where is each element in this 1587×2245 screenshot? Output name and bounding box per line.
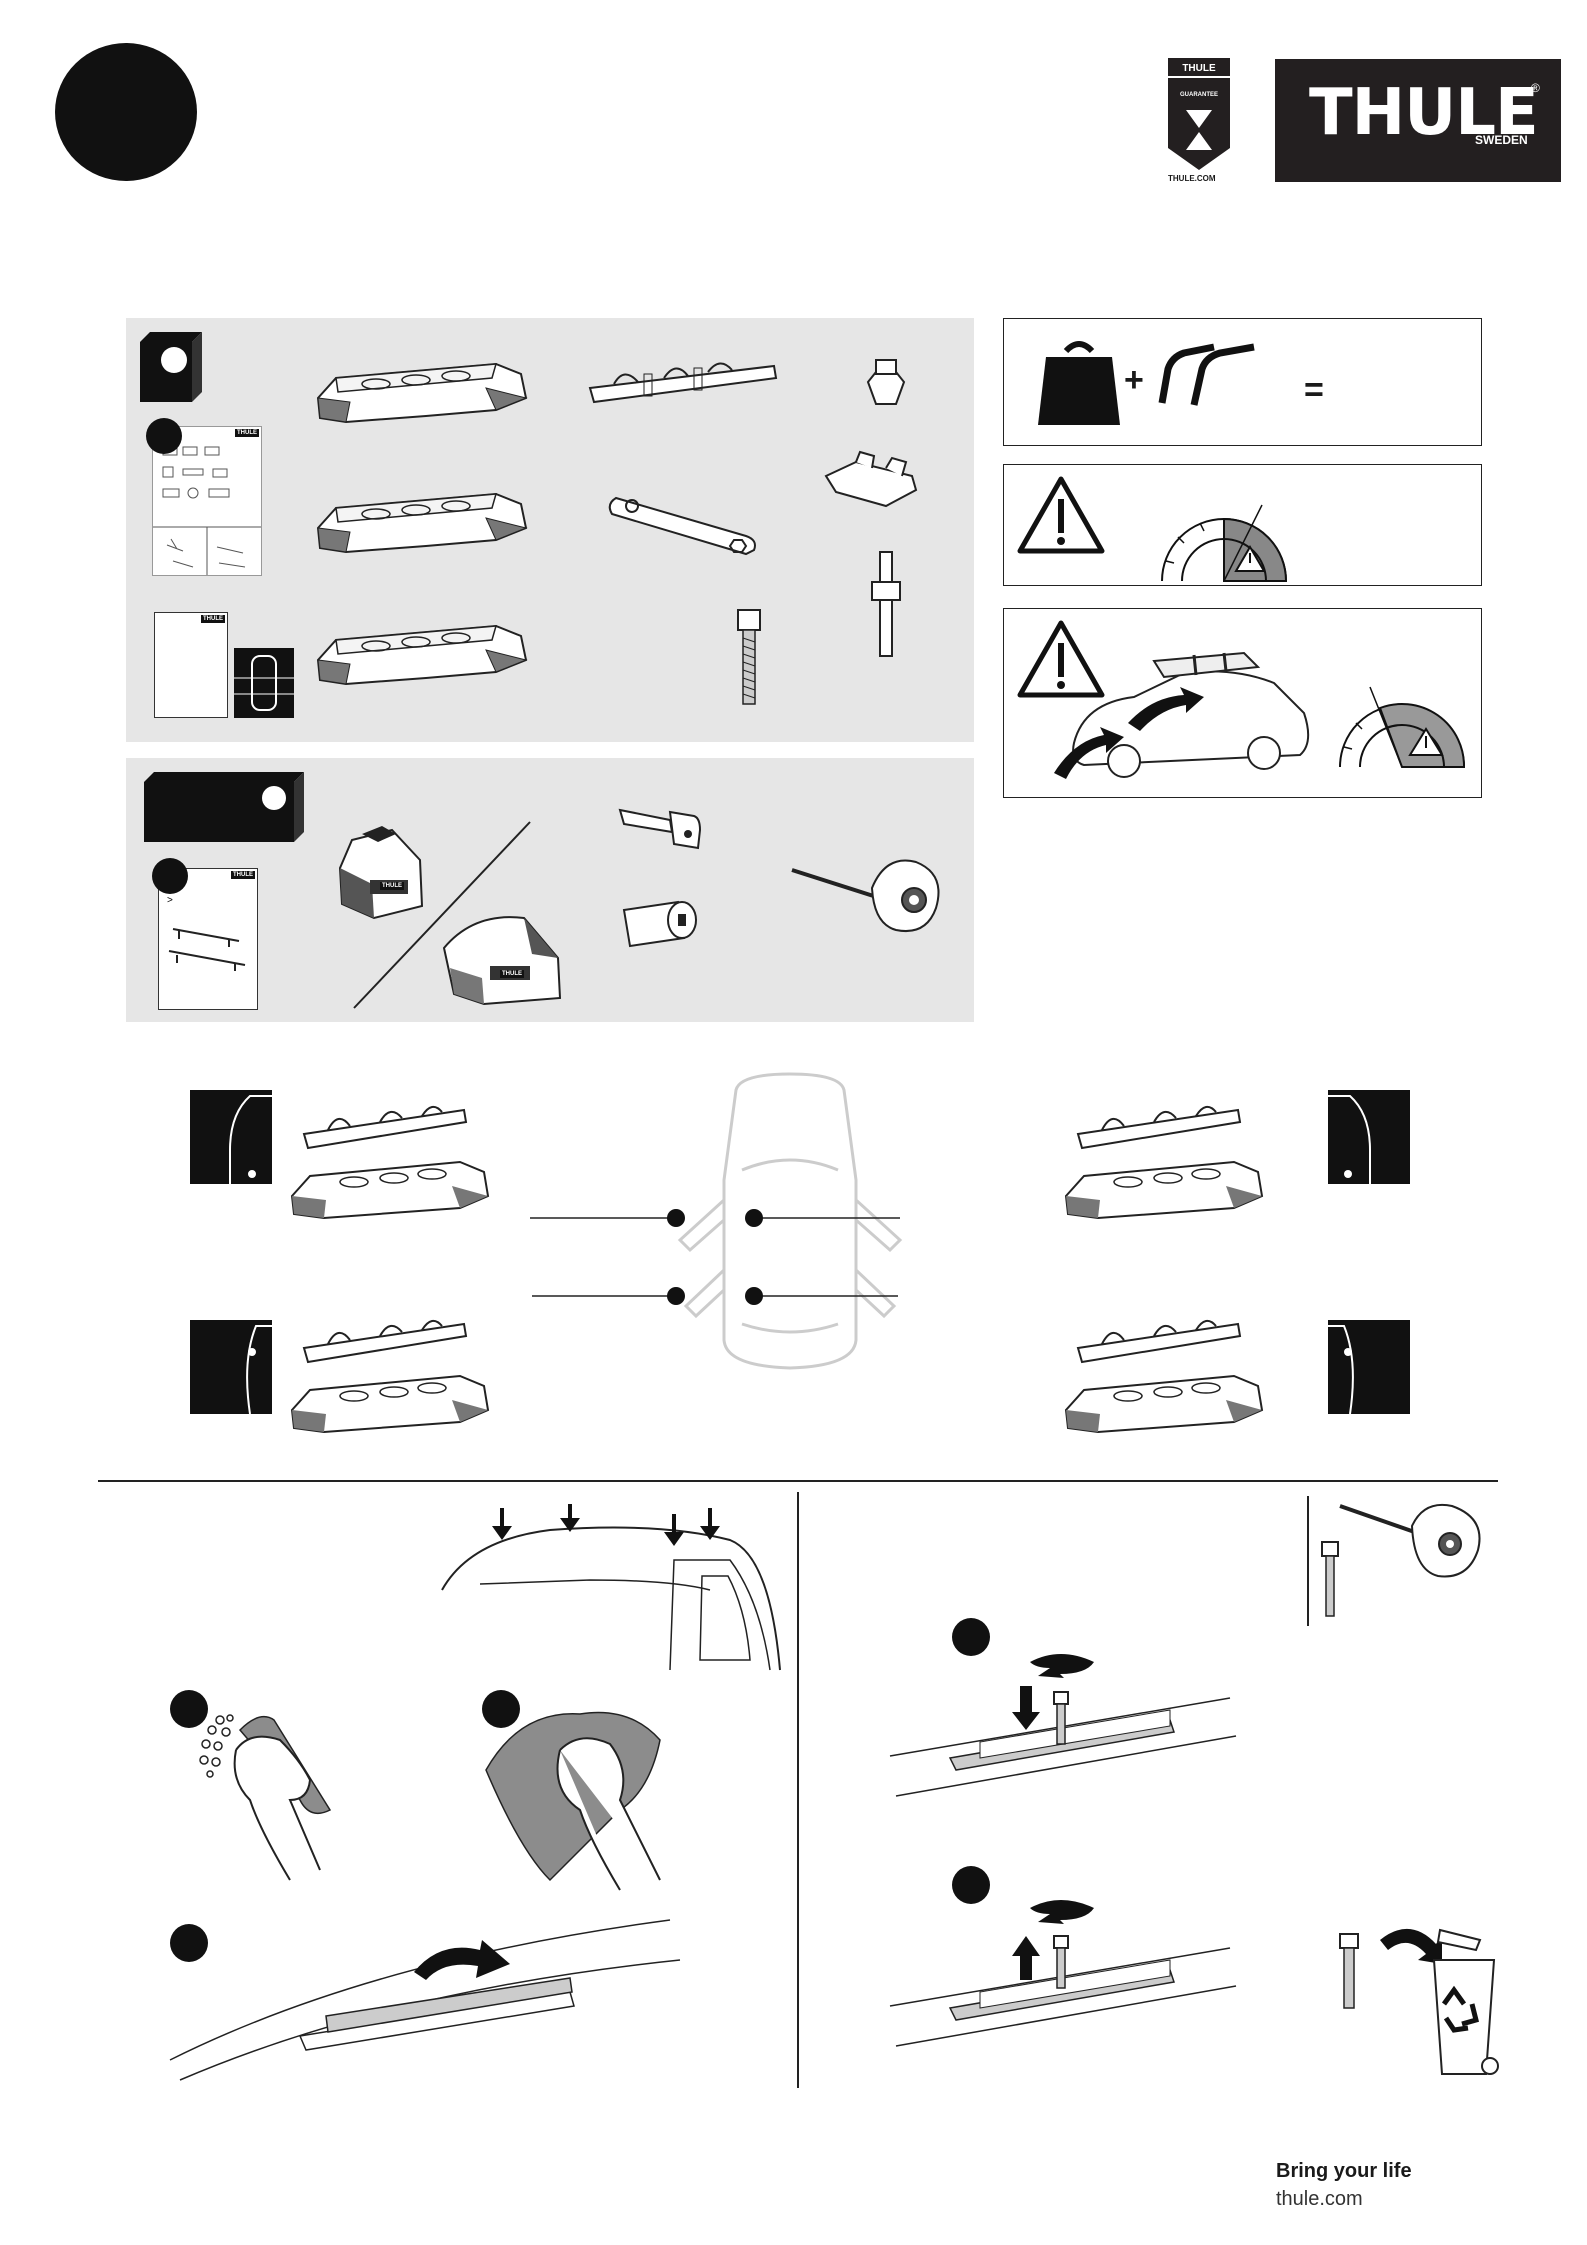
warning-triangle-icon — [1016, 475, 1106, 555]
assembly-rear-right — [1058, 1314, 1268, 1454]
thule-logo: THULE ® SWEDEN — [1275, 59, 1561, 182]
bracket-part — [584, 348, 784, 418]
assembly-rear-left — [284, 1314, 494, 1454]
foot-pad-2 — [306, 468, 546, 568]
equals-sign: = — [1304, 371, 1324, 410]
car-topview-thumbnail — [234, 648, 294, 718]
roof-bars-icon — [1154, 339, 1264, 409]
badge-url: THULE.COM — [1168, 174, 1216, 183]
logo-registered-mark: ® — [1531, 81, 1540, 95]
booklet-step-circle — [146, 418, 182, 454]
load-info-box: + = — [1003, 318, 1482, 446]
position-thumbnail-front-right — [1328, 1090, 1410, 1184]
mounting-points — [530, 1200, 1070, 1300]
clip-part — [816, 446, 926, 516]
hands-cloth-wiping-illustration — [480, 1700, 680, 1900]
footer-slogan: Bring your life — [1276, 2160, 1412, 2183]
logo-subtext: SWEDEN — [1475, 133, 1528, 147]
car-with-roof-load-icon — [1044, 633, 1324, 793]
roof-foot-2 — [434, 908, 574, 1008]
torque-tool-and-screw-icon — [1316, 1500, 1496, 1620]
foot-pack-box-icon — [144, 772, 304, 842]
sheet-label: THULE — [201, 615, 225, 623]
car-roof-pressure-points — [440, 1500, 800, 1670]
pin-part — [866, 550, 906, 660]
position-thumbnail-rear-right — [1328, 1320, 1410, 1414]
svg-text:>: > — [167, 895, 173, 906]
tools-inset-divider — [1307, 1496, 1309, 1626]
weight-icon — [1036, 337, 1122, 429]
assembly-front-right — [1058, 1100, 1268, 1240]
car-load-warning-box — [1003, 608, 1482, 798]
foot-pad-3 — [306, 600, 546, 700]
plus-sign: + — [1124, 361, 1144, 400]
screw-insert-illustration — [890, 1646, 1250, 1796]
key-icon — [616, 788, 716, 858]
position-thumbnail-front-left — [190, 1090, 272, 1184]
badge-subtitle: GUARANTEE — [1180, 92, 1218, 98]
parts-panel: THULE THULE — [126, 318, 974, 742]
speed-warning-box — [1003, 464, 1482, 586]
mounting-positions-diagram — [150, 1060, 1430, 1420]
step-number-circle — [55, 43, 197, 181]
protective-film-removal-illustration — [170, 1920, 690, 2080]
screw-recycle-bin-icon — [1330, 1920, 1510, 2080]
position-thumbnail-rear-left — [190, 1320, 272, 1414]
nut-part — [856, 354, 916, 414]
foot-pack-step-circle — [152, 858, 188, 894]
section-divider — [98, 1480, 1498, 1482]
foot-pack-panel: THULE > THULE THULE — [126, 758, 974, 1022]
speedometer-icon-2 — [1330, 667, 1470, 777]
hands-spray-cleaning-illustration — [190, 1700, 340, 1890]
kit-box-icon — [140, 332, 202, 402]
footer-url: thule.com — [1276, 2188, 1363, 2211]
wrench-tool — [606, 478, 766, 558]
fit-sheet: THULE — [154, 612, 228, 718]
guarantee-badge-icon: THULE GUARANTEE — [1168, 58, 1230, 178]
badge-title: THULE — [1182, 63, 1216, 74]
roof-foot-2-label: THULE — [500, 970, 524, 978]
assembly-front-left — [284, 1100, 494, 1240]
foot-pad-1 — [306, 338, 546, 438]
torque-tool-icon — [786, 848, 946, 948]
lock-cylinder-icon — [618, 892, 708, 962]
speedometer-icon — [1152, 481, 1292, 591]
screw-remove-illustration — [890, 1896, 1250, 2046]
bolt-part — [734, 608, 764, 708]
